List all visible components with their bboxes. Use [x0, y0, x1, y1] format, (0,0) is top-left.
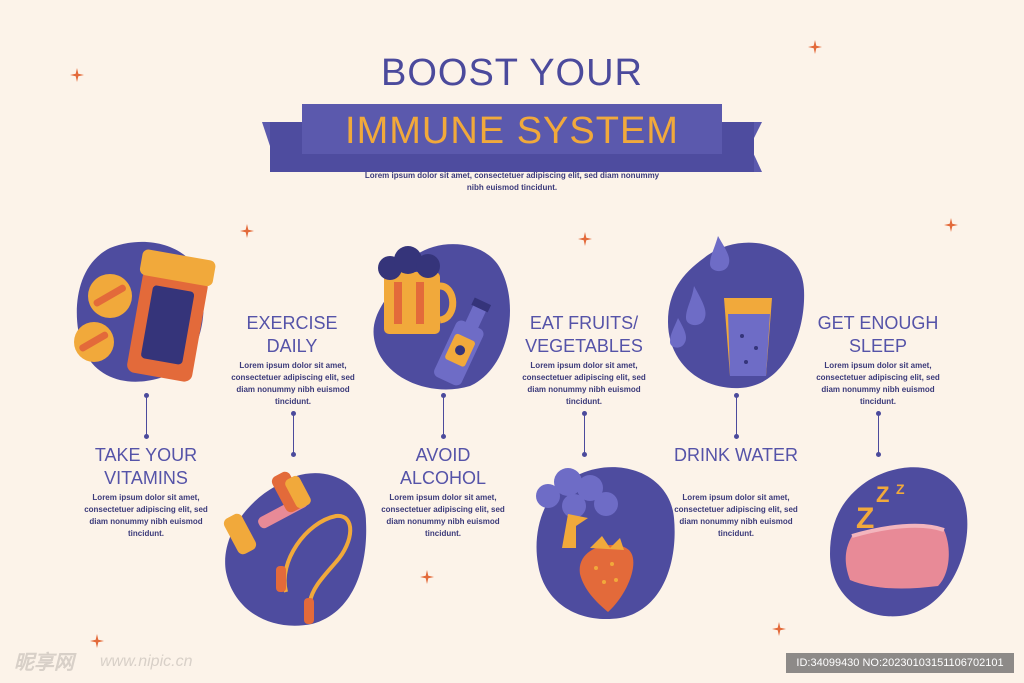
sparkle-icon — [944, 218, 958, 232]
page-subtitle: Lorem ipsum dolor sit amet, consectetuer… — [364, 171, 660, 192]
step-title-vitamins: TAKE YOUR VITAMINS — [94, 445, 198, 488]
water-icon — [668, 236, 805, 389]
connector-dot — [876, 411, 881, 416]
connector-line — [146, 396, 147, 436]
connector-line — [878, 414, 879, 454]
vitamins-icon — [74, 241, 216, 382]
sparkle-icon — [420, 570, 434, 584]
svg-text:Z: Z — [896, 481, 905, 497]
step-body-fruits: Lorem ipsum dolor sit amet, consectetuer… — [522, 361, 646, 406]
svg-text:Z: Z — [856, 502, 874, 535]
watermark-brand: 昵享网 — [14, 652, 74, 674]
connector-dot — [734, 434, 739, 439]
connector-dot — [291, 452, 296, 457]
step-title-exercise: EXERCISE DAILY — [246, 313, 338, 356]
sleep-icon: Z Z Z — [830, 467, 968, 617]
step-title-sleep: GET ENOUGH SLEEP — [817, 313, 939, 356]
page-title-line2: IMMUNE SYSTEM — [345, 110, 679, 152]
dumbbell-icon — [223, 471, 367, 626]
step-body-vitamins: Lorem ipsum dolor sit amet, consectetuer… — [84, 493, 208, 538]
connector-dot — [441, 434, 446, 439]
title-ribbon — [262, 104, 762, 172]
step-body-water: Lorem ipsum dolor sit amet, consectetuer… — [674, 493, 798, 538]
connector-line — [736, 396, 737, 436]
connector-dot — [582, 411, 587, 416]
sparkle-icon — [90, 634, 104, 648]
step-body-sleep: Lorem ipsum dolor sit amet, consectetuer… — [816, 361, 940, 406]
connector-dot — [582, 452, 587, 457]
sparkle-icon — [808, 40, 822, 54]
step-title-fruits: EAT FRUITS/ VEGETABLES — [525, 313, 643, 356]
sparkle-icon — [772, 622, 786, 636]
step-body-exercise: Lorem ipsum dolor sit amet, consectetuer… — [231, 361, 355, 406]
step-body-alcohol: Lorem ipsum dolor sit amet, consectetuer… — [381, 493, 505, 538]
connector-line — [443, 396, 444, 436]
sparkle-icon — [70, 68, 84, 82]
connector-dot — [144, 393, 149, 398]
svg-text:Z: Z — [876, 482, 889, 507]
connector-line — [293, 414, 294, 454]
connector-dot — [441, 393, 446, 398]
step-title-water: DRINK WATER — [674, 445, 798, 465]
connector-dot — [734, 393, 739, 398]
sparkle-icon — [578, 232, 592, 246]
watermark-url: www.nipic.cn — [100, 653, 193, 670]
connector-dot — [291, 411, 296, 416]
page-title-line1: BOOST YOUR — [381, 52, 643, 94]
connector-dot — [144, 434, 149, 439]
alcohol-icon — [373, 244, 510, 390]
connector-line — [584, 414, 585, 454]
sparkle-icon — [240, 224, 254, 238]
connector-dot — [876, 452, 881, 457]
watermark-id: ID:34099430 NO:20230103151106702101 — [786, 653, 1014, 673]
step-title-alcohol: AVOID ALCOHOL — [399, 445, 487, 488]
vegetables-icon — [536, 467, 675, 620]
